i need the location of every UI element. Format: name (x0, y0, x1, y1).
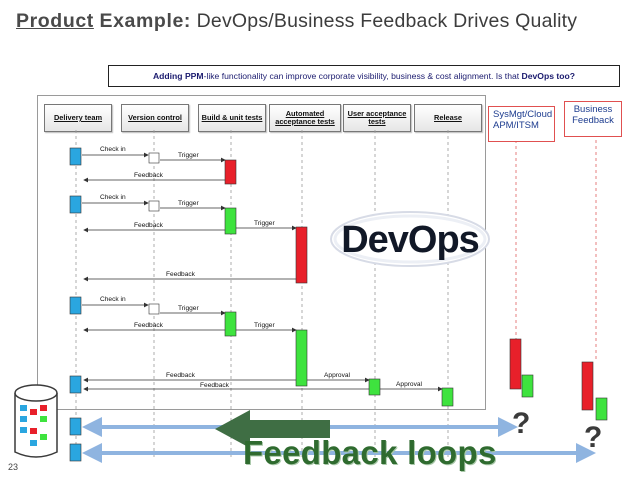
delivery-activation (69, 296, 82, 315)
msg-feedback: Feedback (134, 222, 164, 229)
uat-passed-bar (368, 378, 381, 396)
sysmgt-box: SysMgt/Cloud APM/ITSM (488, 106, 555, 142)
feedback-loops-label: Feedback loops (243, 434, 497, 471)
vc-activation (148, 303, 160, 315)
lane-header-automated-acceptance-tests: Automated acceptance tests (269, 104, 341, 132)
lane-header-build-unit-tests: Build & unit tests (198, 104, 266, 132)
lane-header-version-control: Version control (121, 104, 189, 132)
delivery-activation (69, 417, 82, 436)
msg-trigger: Trigger (178, 305, 199, 312)
msg-approval: Approval (324, 372, 351, 379)
title-example: Example: (99, 10, 192, 32)
msg-trigger: Trigger (254, 322, 275, 329)
msg-check-in: Check in (100, 194, 126, 201)
build-passed-bar (224, 311, 237, 337)
title-subtitle: DevOps/Business Feedback Drives Quality (196, 10, 578, 32)
question-mark-business: ? (584, 421, 603, 454)
build-passed-bar (224, 207, 237, 235)
business-green-bar (595, 397, 608, 421)
msg-feedback: Feedback (200, 382, 230, 389)
callout-part3: too? (554, 71, 576, 81)
vc-activation (148, 200, 160, 212)
lane-header-user-acceptance-tests: User acceptance tests (343, 104, 411, 132)
callout-part1: Adding (152, 71, 185, 81)
release-passed-bar (441, 387, 454, 407)
lane-header-delivery-team: Delivery team (44, 104, 112, 132)
acceptance-failed-bar (295, 226, 308, 284)
activation-bars (69, 147, 608, 462)
lifelines (75, 130, 449, 460)
left-feedback-arrow (215, 410, 330, 448)
callout-part2: -like functionality can improve corporat… (203, 71, 522, 81)
title-product: Product (16, 10, 94, 32)
msg-feedback: Feedback (134, 172, 164, 179)
delivery-activation (69, 195, 82, 214)
callout-ppm: PPM (184, 71, 204, 81)
message-arrows (82, 152, 443, 392)
slide-number: 23 (8, 462, 19, 472)
msg-check-in: Check in (100, 296, 126, 303)
delivery-activation (69, 443, 82, 462)
build-failed-bar (224, 159, 237, 185)
callout-devops: DevOps (521, 71, 555, 81)
msg-feedback: Feedback (134, 322, 164, 329)
callout-box: Adding PPM-like functionality can improv… (108, 65, 620, 87)
business-feedback-box: Business Feedback (564, 101, 622, 137)
msg-feedback: Feedback (166, 271, 196, 278)
delivery-activation (69, 375, 82, 394)
business-red-bar (581, 361, 594, 411)
sysmgt-green-bar (521, 374, 534, 398)
devops-logo: DevOps (330, 211, 490, 267)
delivery-activation (69, 147, 82, 166)
msg-trigger: Trigger (178, 152, 199, 159)
msg-trigger: Trigger (254, 220, 275, 227)
lane-header-release: Release (414, 104, 482, 132)
msg-trigger: Trigger (178, 200, 199, 207)
slide-title: Product Example: DevOps/Business Feedbac… (16, 10, 577, 33)
vc-activation (148, 152, 160, 164)
msg-feedback: Feedback (166, 372, 196, 379)
msg-check-in: Check in (100, 146, 126, 153)
msg-approval: Approval (396, 381, 423, 388)
database-icon (14, 384, 58, 458)
question-mark-sysmgt: ? (512, 407, 531, 440)
sysmgt-red-bar (509, 338, 522, 390)
message-labels: Check in Trigger Feedback Check in Trigg… (100, 146, 423, 389)
extra-lifelines (515, 128, 597, 360)
devops-logo-text: DevOps (341, 219, 479, 261)
acceptance-passed-bar (295, 329, 308, 387)
